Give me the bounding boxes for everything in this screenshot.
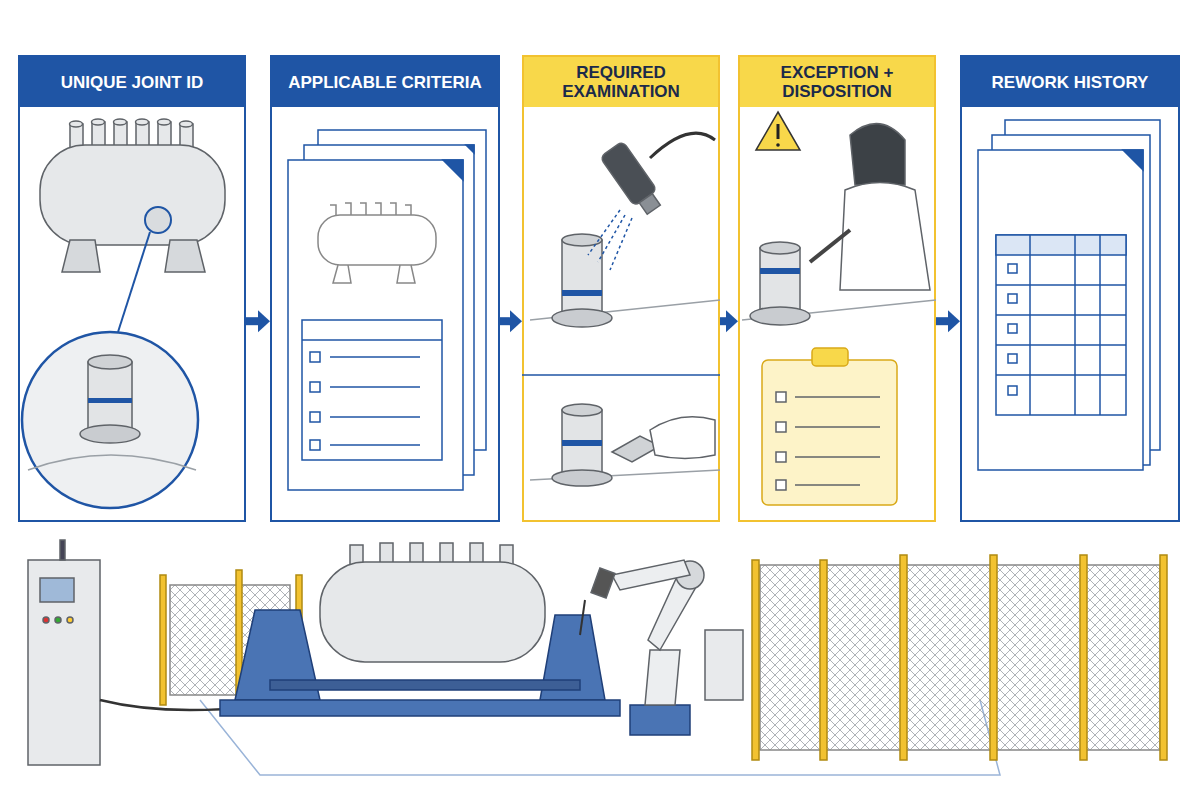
- panel-heading: APPLICABLE CRITERIA: [272, 57, 498, 107]
- arrow-shaft: [500, 317, 510, 325]
- stage-panel: APPLICABLE CRITERIA: [270, 55, 500, 522]
- arrow-head: [948, 310, 960, 332]
- stage-panel: REWORK HISTORY: [960, 55, 1180, 522]
- arrow-shaft: [936, 317, 948, 325]
- panel-heading: REQUIRED EXAMINATION: [524, 57, 718, 107]
- panel-heading: EXCEPTION + DISPOSITION: [740, 57, 934, 107]
- panel-heading: UNIQUE JOINT ID: [20, 57, 244, 107]
- flow-arrow: [246, 310, 270, 332]
- stage-panel: REQUIRED EXAMINATION: [522, 55, 720, 522]
- arrow-head: [510, 310, 522, 332]
- flow-arrow: [500, 310, 522, 332]
- arrow-head: [258, 310, 270, 332]
- arrow-head: [726, 310, 738, 332]
- flow-arrow: [720, 310, 738, 332]
- arrow-shaft: [246, 317, 258, 325]
- welding-cell: [28, 540, 1167, 775]
- flow-arrow: [936, 310, 960, 332]
- arrow-shaft: [720, 317, 726, 325]
- panel-heading: REWORK HISTORY: [962, 57, 1178, 107]
- stage-panel: EXCEPTION + DISPOSITION: [738, 55, 936, 522]
- stage-panel: UNIQUE JOINT ID: [18, 55, 246, 522]
